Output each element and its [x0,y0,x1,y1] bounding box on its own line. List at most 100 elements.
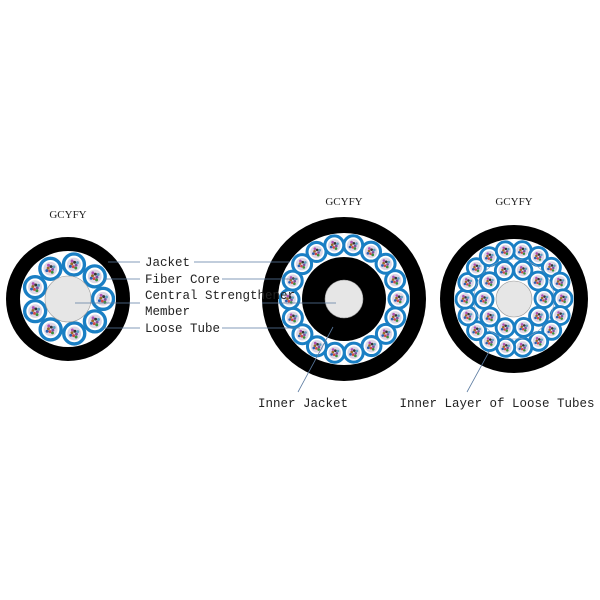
fiber-core [502,343,506,346]
fiber-core [520,347,524,351]
fiber-core [464,314,468,317]
fiber-core [478,327,481,331]
fiber-core [293,319,296,323]
fiber-core [284,299,288,303]
loose-tube [513,316,535,338]
fiber-core [395,296,398,300]
fiber-core [540,296,544,300]
fiber-core [467,279,470,282]
tube-gel [483,335,496,348]
fiber-core [353,244,357,248]
fiber-core [313,344,317,348]
loose-tube [454,288,476,310]
fiber-core [372,248,376,252]
fiber-core [31,306,35,310]
fiber-core [396,277,400,280]
fiber-core [91,316,95,320]
fiber-core [535,312,539,315]
fiber-core [504,247,508,251]
loose-tube [493,260,515,282]
fiber-core [286,297,289,300]
fiber-core [503,267,507,270]
fiber-core [479,299,483,303]
fiber-core [481,295,484,298]
fiber-core [477,329,480,333]
fiber-core [489,313,492,317]
fiber-core [349,243,353,246]
fiber-core [472,331,475,334]
fiber-core [348,245,352,249]
fiber-core [519,327,522,331]
fiber-core [46,327,50,331]
loose-tube [22,298,48,324]
fiber-core [331,350,335,354]
fiber-core [473,326,477,329]
fiber-core [354,354,357,358]
fiber-core [563,298,567,301]
fiber-core [318,248,322,252]
label-inner-layer: Inner Layer of Loose Tubes [399,397,594,411]
fiber-core [489,283,493,286]
fiber-core [334,244,338,248]
fiber-core [299,332,302,335]
fiber-core [89,276,93,280]
fiber-core [366,252,370,255]
cable-title-1: GCYFY [49,209,86,221]
fiber-core [520,266,523,269]
fiber-core [352,241,356,245]
fiber-core [490,340,493,344]
loose-tube [527,246,549,267]
fiber-core [518,347,521,351]
fiber-core [301,330,305,334]
fiber-core [382,259,386,262]
fiber-core [558,316,561,319]
fiber-core [317,345,321,349]
fiber-core [490,316,494,319]
fiber-core [76,330,80,334]
fiber-core [318,343,322,346]
fiber-core [506,346,509,350]
tube-gel [517,321,530,334]
fiber-core [555,315,559,319]
fiber-core [519,342,523,346]
fiber-core [299,329,303,333]
fiber-core [558,282,561,286]
fiber-core [370,342,374,346]
fiber-core [488,253,492,257]
fiber-core [504,324,507,328]
fiber-core [524,329,527,332]
fiber-core [95,323,99,327]
loose-tube [494,240,516,262]
fiber-core [507,247,510,251]
fiber-core [385,265,389,269]
fiber-core [507,344,510,347]
fiber-core [559,312,562,315]
tube-gel [66,257,81,272]
fiber-core [486,277,490,280]
fiber-core [302,266,306,269]
fiber-core [500,270,503,274]
fiber-core [491,278,494,282]
label-central-member-line2: Member [145,305,190,319]
fiber-core [95,275,99,279]
fiber-core [52,326,56,329]
fiber-core [92,277,96,281]
fiber-core [383,334,387,338]
fiber-core [548,328,552,332]
tube-gel [310,245,323,259]
fiber-core [537,277,540,281]
tube-gel [310,340,324,353]
fiber-core [89,321,93,325]
fiber-core [502,323,505,326]
fiber-core [462,294,465,298]
fiber-core [287,299,291,303]
fiber-core [502,271,506,274]
fiber-core [523,269,527,273]
fiber-core [556,280,560,283]
fiber-core [486,337,490,340]
fiber-core [45,329,49,333]
leader-inner-layer [466,349,491,393]
loose-tube [323,341,346,364]
loose-tube [387,287,410,310]
tube-gel [295,257,309,271]
